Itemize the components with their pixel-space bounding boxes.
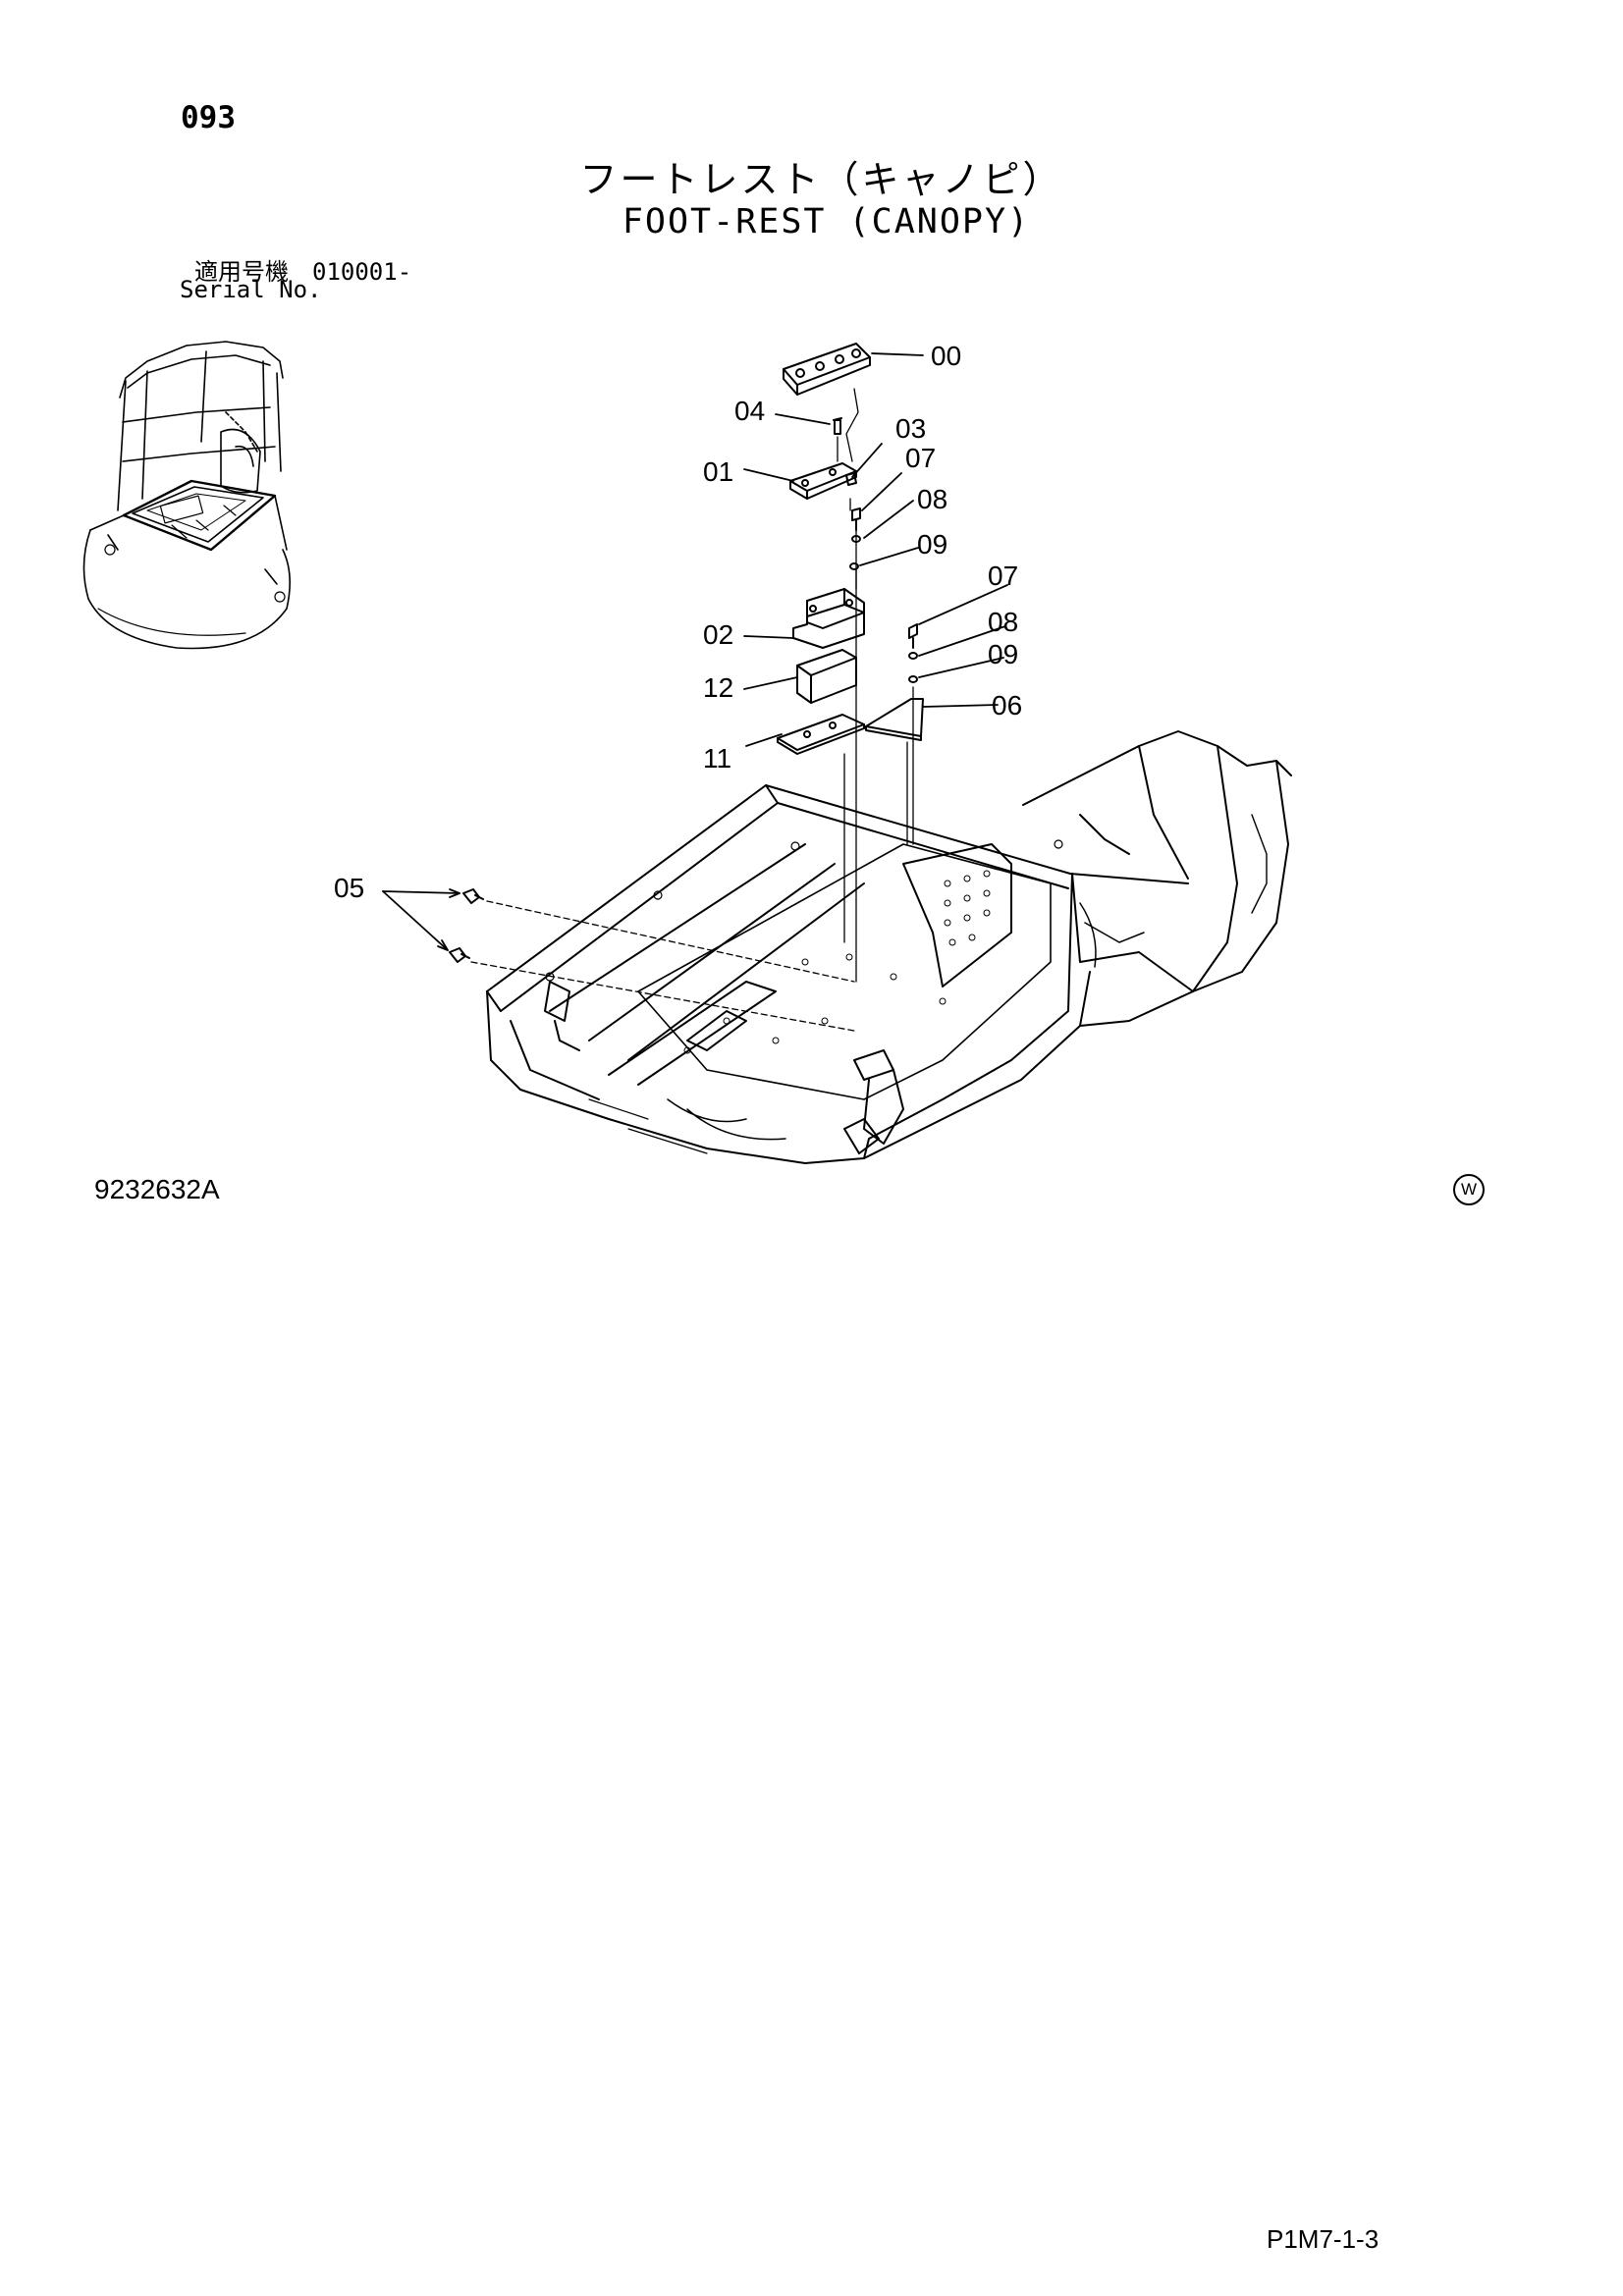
callout-06: 06 [992,690,1022,721]
title-english: FOOT-REST (CANOPY) [622,202,1031,241]
callout-09-lower: 09 [988,639,1018,669]
part-00-plate [783,343,871,396]
callout-04: 04 [734,396,765,426]
callout-07-upper: 07 [905,443,936,473]
part-01-bracket [789,462,857,500]
page-number: 093 [181,100,236,135]
part-11-plate [777,714,865,755]
callout-12: 12 [703,672,733,703]
callout-09-upper: 09 [917,529,947,560]
part-12-block [796,649,857,704]
callout-11: 11 [703,743,731,774]
assembly-guide-lines [470,388,914,1032]
callout-03: 03 [895,413,926,444]
callout-07-lower: 07 [988,561,1018,591]
callout-00: 00 [931,341,961,371]
locator-inset [82,341,291,650]
callout-08-upper: 08 [917,484,947,514]
part-04-bolt [833,417,842,435]
exploded-parts [449,343,924,1032]
leader-lines [382,352,1008,951]
part-07-screw-a [851,507,861,531]
page-reference: P1M7-1-3 [1267,2224,1380,2254]
callout-02: 02 [703,619,733,650]
part-05-bolts [449,888,484,963]
title-japanese: フートレスト（キャノピ） [579,158,1063,201]
serial-label-english: Serial No. [180,276,322,303]
floor-frame [486,730,1292,1164]
plate-holes [683,870,991,1054]
callout-01: 01 [703,456,733,487]
part-03-nut [845,472,857,486]
figure-code: 9232632A [94,1174,220,1204]
part-09-washer-d [908,675,918,683]
part-06-plate [865,698,924,741]
part-02-bracket [792,588,865,649]
callout-05: 05 [334,873,364,903]
part-08-washer-c [908,652,918,660]
part-07-screw-b [908,623,918,649]
copyright-mark: W [1453,1174,1485,1205]
callout-08-lower: 08 [988,607,1018,637]
callout-labels: 00 04 03 01 07 08 09 07 08 09 06 02 12 1… [334,341,1022,903]
serial-label-japanese: 適用号機 010001- [194,258,412,286]
part-09-washer-b [849,562,859,570]
